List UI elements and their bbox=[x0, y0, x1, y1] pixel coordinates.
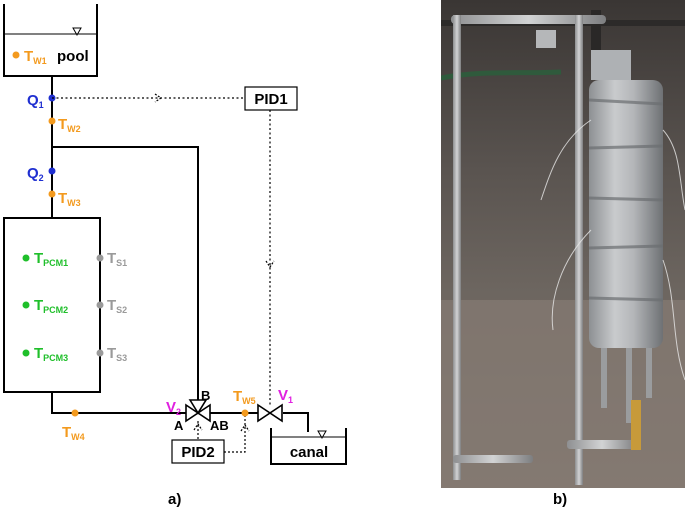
v1-label: V1 bbox=[278, 387, 293, 405]
tw2-label: TW2 bbox=[58, 116, 81, 134]
tw2-sensor-dot bbox=[48, 117, 56, 125]
canal-tank: canal bbox=[270, 428, 347, 465]
tw1-sensor-dot bbox=[12, 51, 20, 59]
pid1-label: PID1 bbox=[254, 91, 287, 108]
water-level-icon bbox=[317, 430, 327, 440]
q1-label: Q1 bbox=[27, 92, 44, 110]
tpcm3-dot bbox=[22, 349, 30, 357]
panel-b-label: b) bbox=[553, 491, 568, 508]
tpcm2-label: TPCM2 bbox=[34, 297, 68, 315]
return-pipe bbox=[51, 392, 188, 414]
q2-sensor-dot bbox=[48, 167, 56, 175]
signal-arrow-icon bbox=[265, 260, 275, 269]
tw1-label: TW1 bbox=[24, 48, 47, 66]
three-way-valve-v2 bbox=[185, 399, 211, 423]
signal-arrow-icon bbox=[193, 422, 203, 431]
ts3-dot bbox=[96, 349, 104, 357]
port-ab-label: AB bbox=[210, 418, 229, 433]
outlet-pipe bbox=[283, 412, 309, 432]
ts2-dot bbox=[96, 301, 104, 309]
signal-arrow-icon bbox=[154, 93, 163, 103]
tw5-label: TW5 bbox=[233, 388, 256, 406]
tw4-sensor-dot bbox=[71, 409, 79, 417]
experimental-setup-photo bbox=[441, 0, 685, 488]
valve-v1 bbox=[257, 403, 283, 423]
schematic-diagram: TW1 pool Q1 TW2 Q2 TW3 PID1 TPCM1 TPCM2 … bbox=[3, 4, 347, 465]
tpcm2-dot bbox=[22, 301, 30, 309]
pid2-input-line bbox=[224, 413, 246, 453]
ts1-dot bbox=[96, 254, 104, 262]
ts3-label: TS3 bbox=[107, 345, 127, 363]
tpcm3-label: TPCM3 bbox=[34, 345, 68, 363]
tw5-sensor-dot bbox=[241, 409, 249, 417]
ts1-label: TS1 bbox=[107, 250, 127, 268]
bypass-pipe bbox=[52, 146, 199, 400]
tw4-label: TW4 bbox=[62, 424, 85, 442]
tw3-label: TW3 bbox=[58, 190, 81, 208]
q2-label: Q2 bbox=[27, 165, 44, 183]
panel-a-label: a) bbox=[168, 491, 182, 508]
water-level-icon bbox=[72, 27, 82, 37]
pid1-box bbox=[244, 86, 298, 111]
ts2-label: TS2 bbox=[107, 297, 127, 315]
pcm-sensors: TPCM1 TPCM2 TPCM3 TS1 TS2 TS3 bbox=[22, 250, 127, 363]
canal-label: canal bbox=[290, 444, 328, 461]
tpcm1-label: TPCM1 bbox=[34, 250, 68, 268]
pool-tank: TW1 pool bbox=[3, 4, 98, 77]
tpcm1-dot bbox=[22, 254, 30, 262]
signal-arrow-icon bbox=[240, 423, 250, 432]
pool-label: pool bbox=[57, 48, 89, 65]
v2-label: V2 bbox=[166, 399, 181, 417]
port-a-label: A bbox=[174, 418, 184, 433]
pid2-label: PID2 bbox=[181, 444, 214, 461]
port-b-label: B bbox=[201, 388, 210, 403]
tw3-sensor-dot bbox=[48, 190, 56, 198]
